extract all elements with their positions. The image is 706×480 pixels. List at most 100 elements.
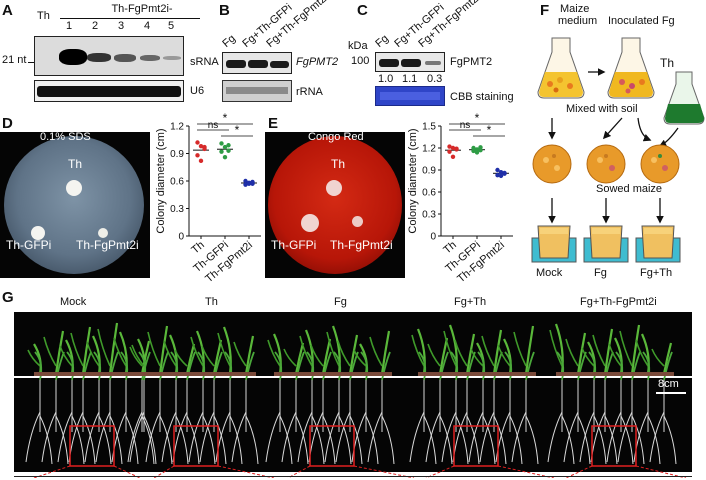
rrna-band	[226, 87, 288, 94]
g-root-shoot-11	[186, 351, 196, 381]
g-root-11	[172, 380, 200, 465]
g-root-shoot-4	[93, 351, 102, 381]
g-leaf-39	[651, 348, 665, 367]
g-root-shoot-5	[109, 351, 119, 381]
srna-band-3	[114, 54, 136, 62]
g-leaf-34	[581, 347, 595, 367]
g-shoot-39	[662, 342, 673, 375]
g-zoom-box-mock	[69, 425, 115, 467]
g-root-shoot-17	[295, 351, 305, 381]
f-arrow-3	[637, 117, 652, 142]
f-mixed-label: Mixed with soil	[566, 103, 638, 115]
g-root-shoot-16	[274, 351, 283, 381]
panel-c-label: C	[357, 2, 368, 19]
d-point-1-3	[219, 149, 224, 154]
soil-plate-3	[640, 144, 680, 184]
d-point-2-4	[246, 181, 252, 186]
g-root-1	[41, 380, 69, 465]
b-band-3	[270, 61, 289, 68]
g-shoot-20	[331, 325, 341, 375]
e-point-0-5	[454, 146, 459, 151]
g-shoot-27	[465, 333, 476, 375]
f-arrow-2	[602, 117, 623, 140]
g-leaf-19	[310, 344, 324, 367]
d-point-0-5	[202, 144, 207, 150]
fgpmt2-northern-blot	[222, 52, 292, 74]
g-root-shoot-6	[120, 351, 129, 381]
d-point-0-0	[195, 140, 200, 145]
g-root-31	[511, 380, 539, 465]
b-fgpmt2-row-label: FgPMT2	[296, 56, 339, 68]
e-sig-label-0: ns	[460, 120, 471, 131]
g-root-shoot-36	[615, 351, 624, 381]
g-col-fg-label: Fg	[334, 296, 347, 308]
g-shoot-21	[348, 334, 359, 375]
g-root-39	[649, 380, 677, 465]
d-point-2-0	[243, 178, 248, 184]
g-root-37	[617, 380, 645, 465]
g-shoot-23	[380, 330, 391, 375]
g-bottom-rule	[14, 476, 692, 477]
sds-colony-gfpi	[31, 226, 45, 240]
e-point-1-3	[471, 148, 476, 154]
d-sig-label-2: *	[235, 123, 240, 137]
g-leaf-10	[163, 340, 177, 367]
g-root-shoot-13	[213, 351, 223, 381]
f-pot-fg-label: Fg	[594, 267, 607, 279]
c-ratio-2: 1.1	[402, 73, 418, 85]
d-point-1-4	[222, 154, 228, 160]
c-lane-fg-label: Fg	[373, 32, 391, 50]
g-root-0	[25, 380, 53, 465]
panel-a-label: A	[2, 2, 13, 19]
f-pot-mock-label: Mock	[536, 267, 563, 279]
marker-21nt-label: 21 nt	[2, 54, 27, 66]
g-shoot-32	[554, 323, 564, 375]
d-ytick-label-3: 0.9	[170, 149, 184, 160]
e-ytick-label-1: 0.3	[422, 210, 436, 221]
e-sig-label-1: *	[475, 112, 480, 125]
b-lane-fg-label: Fg	[220, 32, 238, 50]
c-band-1	[379, 59, 399, 67]
g-leaf-15	[233, 341, 247, 367]
cbb-band	[380, 92, 440, 100]
g-root-shoot-0	[34, 351, 43, 381]
g-root-2	[57, 380, 85, 465]
g-root-shoot-3	[82, 351, 92, 381]
e-ylabel: Colony diameter (cm)	[407, 128, 419, 233]
g-root-shoot-20	[333, 351, 342, 381]
g-leaf-9	[147, 331, 161, 367]
sds-label-th: Th	[68, 157, 83, 171]
g-root-18	[297, 380, 325, 465]
pot-fgth	[635, 225, 681, 263]
e-ytick-label-5: 1.5	[422, 122, 436, 133]
g-leaf-20	[326, 331, 340, 367]
g-shoot-24	[416, 328, 426, 375]
g-shoot-35	[603, 328, 614, 375]
g-shoot-5	[108, 322, 119, 375]
marker-tick	[28, 62, 34, 63]
g-root-shoot-22	[360, 351, 369, 381]
sds-plate-photo	[0, 132, 150, 278]
g-root-shoot-9	[159, 351, 169, 381]
g-root-shoot-12	[197, 351, 206, 381]
congo-colony-fgpmt2i	[352, 216, 363, 227]
pot-fg	[583, 225, 629, 263]
g-leaf-16	[267, 339, 281, 367]
g-shoot-33	[576, 332, 587, 375]
f-sowed-label: Sowed maize	[596, 183, 663, 195]
panel-d-label: D	[2, 115, 13, 132]
g-leaf-13	[201, 345, 215, 367]
g-root-30	[495, 380, 523, 465]
g-leaf-0	[27, 349, 41, 367]
g-zoom-box-fg	[309, 425, 355, 467]
g-root-4	[84, 380, 112, 465]
g-leaf-32	[549, 329, 563, 367]
g-root-shoot-10	[170, 351, 179, 381]
e-point-2-0	[495, 167, 500, 173]
srna-band-5	[163, 56, 181, 60]
rrna-gel	[222, 80, 292, 102]
c-ratio-1: 1.0	[378, 73, 394, 85]
d-point-0-3	[195, 153, 200, 158]
congo-label-gfpi: Th-GFPi	[271, 238, 317, 252]
